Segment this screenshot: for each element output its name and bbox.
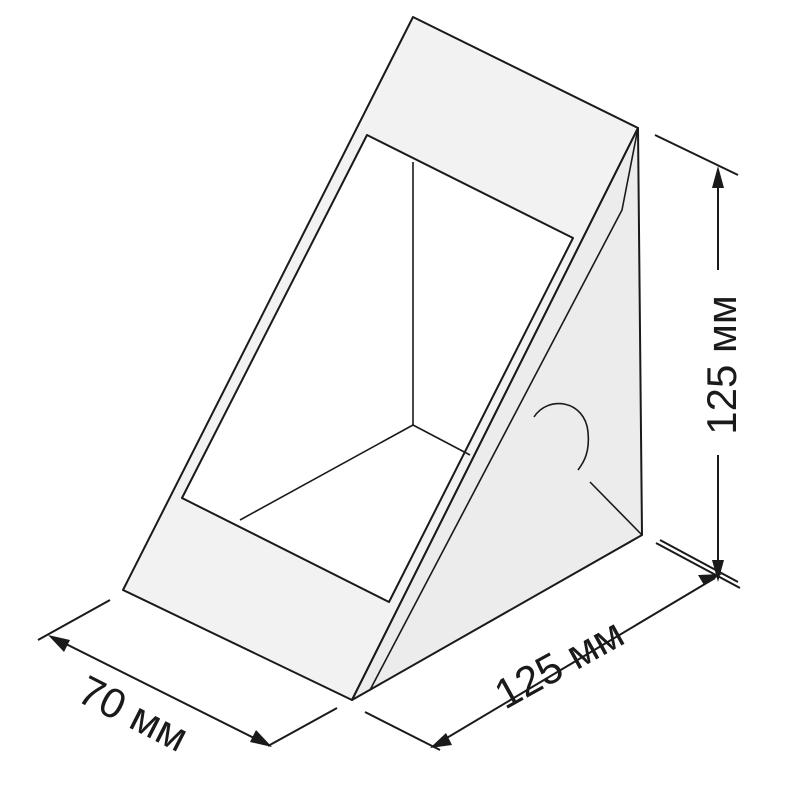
- interior-bottom-edge-back: [239, 424, 414, 521]
- extension-line-width-right: [655, 542, 741, 589]
- box-side-face: [351, 127, 643, 701]
- extension-line-depth-right: [267, 707, 338, 747]
- arrowhead-height-top: [712, 166, 724, 188]
- height-label: 125 мм: [698, 295, 745, 435]
- extension-line-height-bottom: [659, 539, 739, 583]
- arrowhead-width-end: [698, 574, 722, 585]
- extension-line-height-top: [654, 134, 739, 176]
- dimension-line-depth: [57, 639, 263, 743]
- sandwich-box: [122, 16, 643, 701]
- arrowhead-width-start: [430, 733, 452, 748]
- interior-bottom-edge-right: [412, 424, 471, 456]
- thumb-notch: [533, 402, 590, 471]
- depth-label: 70 мм: [71, 666, 196, 761]
- dimension-height: 125 мм: [654, 134, 745, 583]
- arrowhead-height-bottom: [712, 560, 724, 582]
- base-fold-line: [589, 481, 643, 536]
- arrowhead-depth-end: [250, 730, 272, 747]
- width-label: 125 мм: [487, 609, 632, 718]
- front-window: [181, 134, 574, 603]
- dimension-line-width: [434, 577, 716, 746]
- arrowhead-depth-start: [48, 635, 70, 652]
- extension-line-width-left: [364, 711, 441, 751]
- extension-line-depth-left: [37, 599, 111, 641]
- side-fold-line: [369, 127, 639, 691]
